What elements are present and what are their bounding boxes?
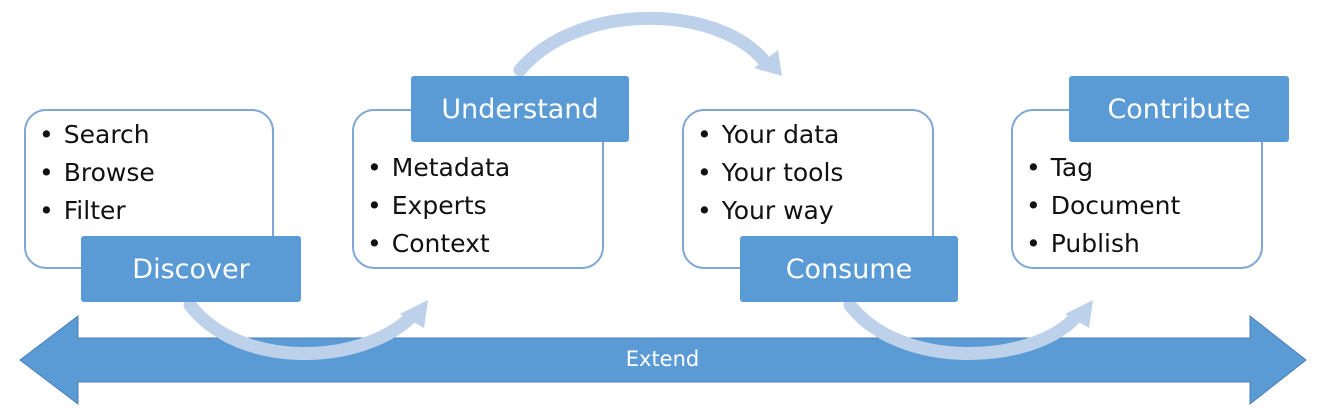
curved-arrow-discover-to-understand (183, 298, 417, 361)
discover-step-label: Discover (81, 236, 301, 302)
list-item: Metadata (367, 149, 602, 187)
arrowhead-icon (400, 300, 428, 328)
list-item: Search (39, 116, 272, 154)
list-item: Publish (1026, 225, 1261, 263)
list-item: Experts (367, 187, 602, 225)
list-item: Filter (39, 192, 272, 230)
contribute-step-label: Contribute (1069, 76, 1289, 142)
list-item: Tag (1026, 149, 1261, 187)
extend-double-arrow (19, 314, 1307, 406)
understand-step-label: Understand (411, 76, 629, 142)
extend-label: Extend (625, 347, 700, 371)
arrowhead-icon (754, 50, 782, 76)
consume-step-label: Consume (740, 236, 958, 302)
list-item: Your way (697, 192, 932, 230)
list-item: Browse (39, 154, 272, 192)
list-item: Your data (697, 116, 932, 154)
list-item: Your tools (697, 154, 932, 192)
list-item: Context (367, 225, 602, 263)
list-item: Document (1026, 187, 1261, 225)
curved-arrow-consume-to-contribute (843, 298, 1082, 361)
arrowhead-icon (1065, 300, 1093, 328)
curved-arrow-understand-to-consume (513, 11, 772, 77)
